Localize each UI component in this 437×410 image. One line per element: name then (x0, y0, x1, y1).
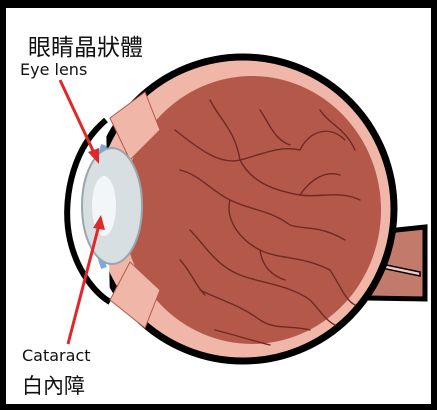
lens-label-chinese: 眼睛晶狀體 (28, 28, 143, 62)
eyeball-interior (123, 76, 381, 344)
lens-label-english: Eye lens (20, 60, 87, 79)
cataract-label-english: Cataract (22, 346, 91, 365)
cataract-label-chinese: 白內障 (22, 370, 85, 400)
